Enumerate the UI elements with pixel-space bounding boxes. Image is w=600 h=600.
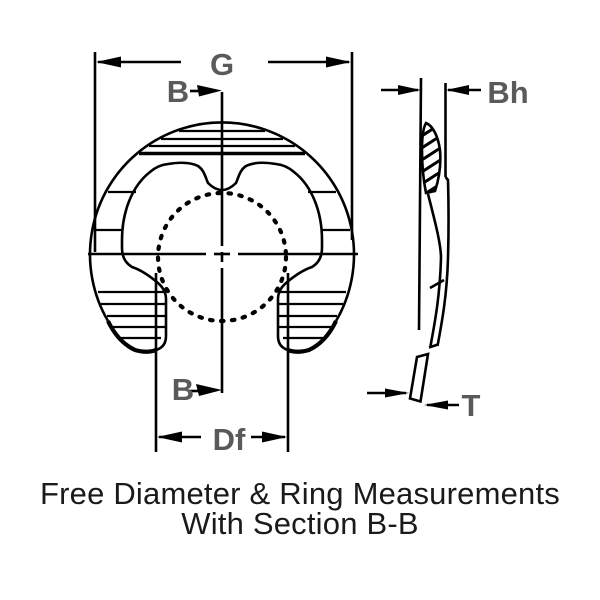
- dimension-t: [367, 388, 459, 410]
- side-hatch-lines: [94, 190, 350, 232]
- section-line-b-b: [190, 85, 224, 396]
- dim-label-g: G: [210, 47, 234, 82]
- g-arrowhead-right: [326, 56, 351, 68]
- section-lower-segment: [408, 352, 430, 404]
- ering-right-leg-tip: [287, 320, 338, 354]
- dimension-g: [93, 52, 354, 252]
- dimension-bh: [381, 85, 481, 95]
- bh-arrowhead-left: [398, 85, 421, 95]
- g-arrowhead-left: [96, 56, 121, 68]
- dim-label-b-bottom: B: [172, 372, 194, 407]
- section-view-b-b: [408, 77, 450, 404]
- t-arrowhead-left: [385, 388, 409, 398]
- dim-label-t: T: [462, 388, 481, 423]
- dim-label-b-top: B: [167, 74, 189, 109]
- df-arrowhead-right: [262, 431, 287, 443]
- section-crescent-hatch: [422, 123, 441, 193]
- dimension-df: [154, 273, 290, 452]
- df-arrowhead-left: [157, 431, 182, 443]
- bh-arrowhead-right: [446, 85, 469, 95]
- dim-label-bh: Bh: [487, 75, 528, 110]
- b-bottom-arrowhead: [196, 384, 222, 396]
- caption-line-2: With Section B-B: [181, 506, 419, 541]
- caption-line-1: Free Diameter & Ring Measurements: [40, 476, 560, 511]
- t-arrowhead-right: [424, 400, 448, 410]
- dim-label-df: Df: [213, 422, 246, 457]
- b-top-arrowhead: [197, 85, 222, 97]
- ering-left-leg-tip: [106, 320, 157, 354]
